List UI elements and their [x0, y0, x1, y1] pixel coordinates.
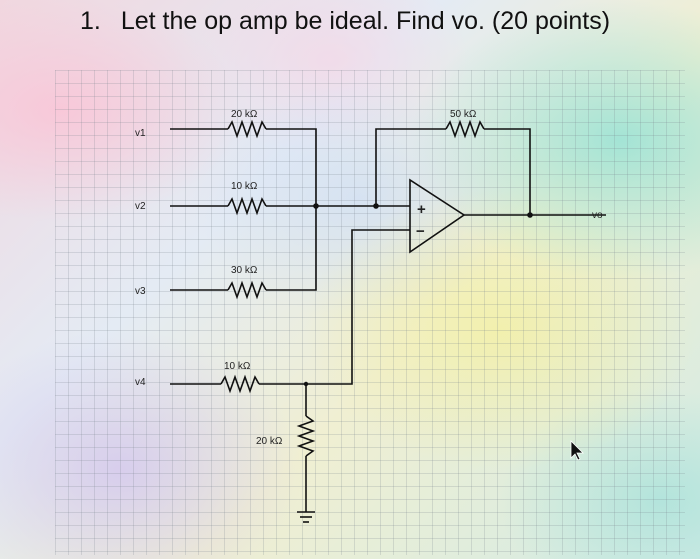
- wire-v1-out: [266, 128, 317, 206]
- op-amp-plus-sign: +: [417, 201, 426, 218]
- op-amp-minus-sign: −: [416, 223, 425, 240]
- junction-node: [373, 203, 379, 209]
- branch-v2: [170, 196, 410, 216]
- resistor-label-v4: 10 kΩ: [224, 361, 251, 372]
- branch-v3: [170, 206, 317, 300]
- ground-symbol: [297, 511, 315, 523]
- resistor-label-v3: 30 kΩ: [231, 265, 258, 276]
- op-amp-triangle: [409, 178, 466, 254]
- wire-noninverting-input: [259, 229, 410, 385]
- input-label-v1: v1: [135, 128, 146, 139]
- output-label: vo: [592, 210, 603, 221]
- resistor-ground: [296, 415, 316, 457]
- question-number: 1.: [80, 7, 101, 35]
- question-text: Let the op amp be ideal. Find vo. (20 po…: [120, 7, 611, 35]
- op-amp: + −: [409, 178, 466, 254]
- input-label-v2: v2: [135, 201, 146, 212]
- resistor-v4: [220, 374, 260, 394]
- branch-v1: [170, 119, 317, 206]
- question-heading: 1. Let the op amp be ideal. Find vo. (20 …: [80, 4, 610, 38]
- resistor-feedback: [445, 119, 485, 139]
- junction-node: [313, 203, 319, 209]
- feedback-path: [375, 119, 531, 215]
- resistor-label-v1: 20 kΩ: [231, 109, 258, 120]
- junction-node: [527, 212, 533, 218]
- wire-feedback-left: [375, 128, 446, 206]
- resistor-v1: [227, 119, 267, 139]
- resistor-label-ground: 20 kΩ: [256, 436, 283, 447]
- junction-node: [303, 381, 309, 387]
- mouse-pointer-icon: [570, 440, 584, 461]
- input-label-v3: v3: [135, 286, 146, 297]
- resistor-v2: [227, 196, 267, 216]
- wire-v3-out: [266, 206, 317, 291]
- wire-feedback-right: [484, 128, 531, 215]
- branch-v4: [170, 229, 410, 512]
- input-label-v4: v4: [135, 377, 146, 388]
- resistor-v3: [227, 280, 267, 300]
- resistor-label-feedback: 50 kΩ: [450, 109, 477, 120]
- graph-paper-grid: [55, 70, 685, 555]
- resistor-label-v2: 10 kΩ: [231, 181, 258, 192]
